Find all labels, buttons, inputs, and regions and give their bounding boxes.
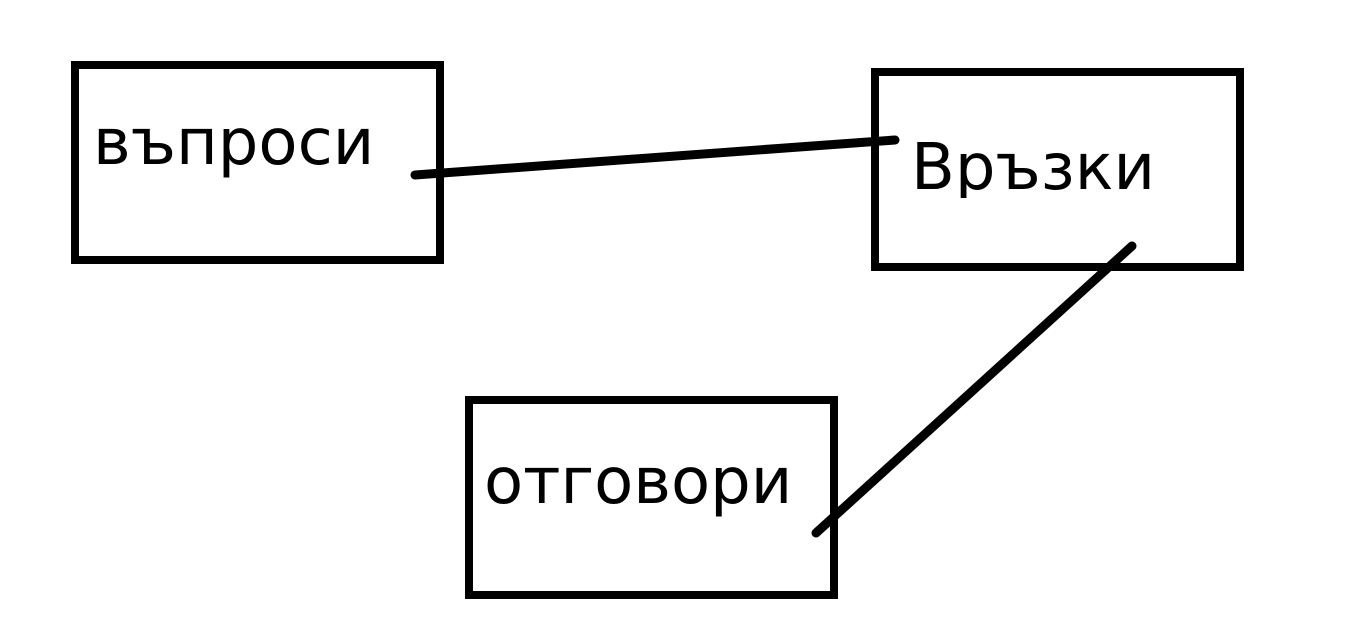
edge-questions-links xyxy=(410,135,900,180)
node-links-label: Връзки xyxy=(911,136,1156,198)
node-answers-label: отговори xyxy=(484,445,793,519)
node-questions: въпроси xyxy=(71,61,444,264)
node-links: Връзки xyxy=(871,68,1244,271)
node-answers: отговори xyxy=(465,396,838,599)
node-questions-label: въпроси xyxy=(93,106,375,180)
edge-answers-links xyxy=(811,241,1137,538)
